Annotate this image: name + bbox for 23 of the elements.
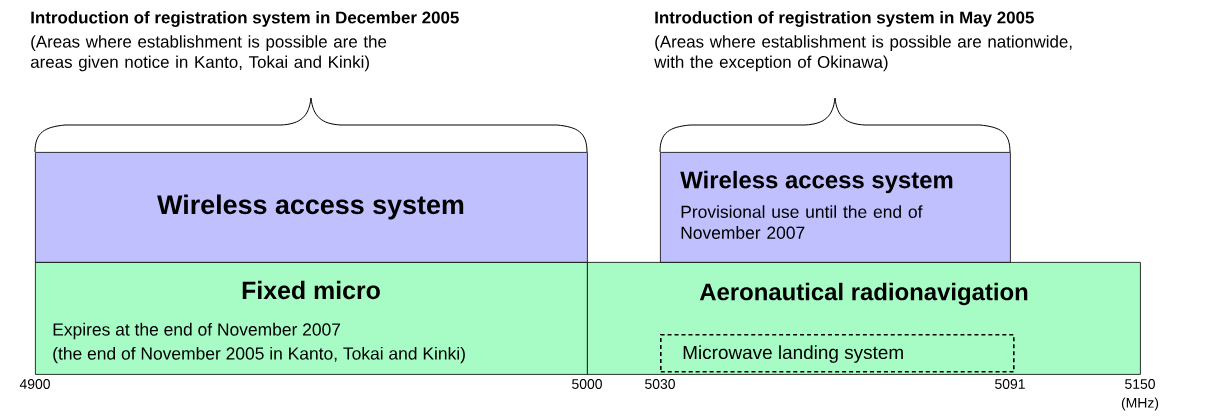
band-box	[35, 152, 588, 263]
dashed-box	[660, 334, 1015, 373]
heading: Introduction of registration system in May 2005	[655, 11, 1034, 27]
band-title: Fixed micro	[242, 280, 380, 300]
axis-tick-label: (MHz)	[1121, 397, 1159, 411]
axis-tick-label: 5030	[645, 379, 675, 389]
band-title: Microwave landing system	[683, 345, 903, 363]
heading: Introduction of registration system in December 2005	[31, 11, 459, 27]
axis-tick-label: 5000	[572, 379, 602, 389]
band-note: Provisional use until the end of November 2007	[681, 205, 923, 239]
axis-tick-label: 5091	[995, 379, 1025, 389]
band-box	[660, 152, 1011, 263]
band-title: Aeronautical radionavigation	[699, 282, 1028, 306]
band-note: Expires at the end of November 2007	[53, 322, 341, 340]
band-title: Wireless access system	[680, 170, 953, 194]
band-title: Wireless access system	[157, 194, 464, 220]
band-note: (the end of November 2005 in Kanto, Tokai and Kinki)	[53, 346, 465, 364]
note: (Areas where establishment is possible are the areas given notice in Kanto, Tokai and Kinki)	[30, 35, 387, 72]
note: (Areas where establishment is possible are nationwide, with the exception of Okinawa)	[654, 35, 1072, 72]
band-box	[587, 262, 1141, 375]
axis-tick-label: 4900	[19, 379, 50, 389]
axis-tick-label: 5150	[1125, 379, 1155, 389]
band-box	[35, 262, 588, 375]
